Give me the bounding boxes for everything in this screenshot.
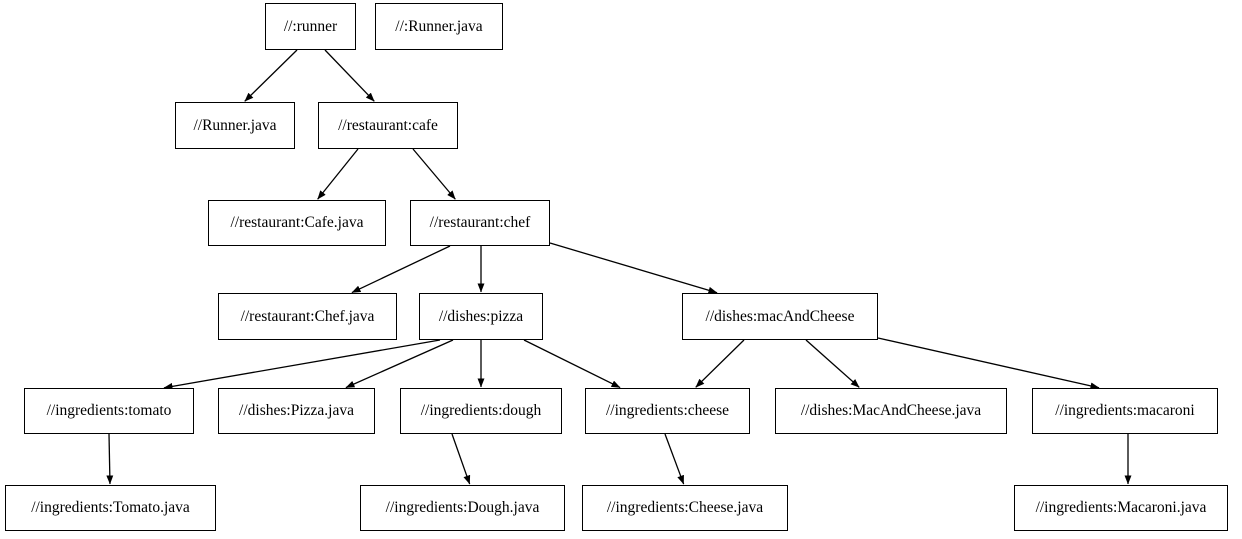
graph-node-label: //dishes:MacAndCheese.java [800,402,982,420]
graph-node-label: //ingredients:Macaroni.java [1035,499,1207,517]
graph-node-ing_macaroni[interactable]: //ingredients:macaroni [1032,388,1218,434]
graph-node-dishes_pizza[interactable]: //dishes:pizza [419,293,543,340]
graph-node-ing_cheese[interactable]: //ingredients:cheese [585,388,750,434]
graph-node-runner_java[interactable]: //Runner.java [175,102,295,149]
graph-node-cafe_java[interactable]: //restaurant:Cafe.java [208,200,386,246]
graph-node-label: //ingredients:macaroni [1055,402,1195,420]
graph-node-label: //restaurant:Chef.java [240,307,375,325]
graph-node-ing_dough[interactable]: //ingredients:dough [400,388,562,434]
graph-node-restaurant_cafe[interactable]: //restaurant:cafe [318,102,458,149]
graph-node-label: //restaurant:Cafe.java [230,214,364,232]
graph-node-ing_tomato[interactable]: //ingredients:tomato [24,388,194,434]
graph-node-label: //ingredients:dough [420,402,542,420]
graph-node-label: //dishes:macAndCheese [705,307,855,325]
graph-node-dishes_mac[interactable]: //dishes:macAndCheese [682,293,878,340]
graph-node-label: //ingredients:Cheese.java [606,499,764,517]
graph-node-runner[interactable]: //:runner [265,3,356,50]
graph-node-label: //dishes:Pizza.java [239,402,354,420]
graph-node-label: //:runner [283,17,338,35]
graph-node-restaurant_chef[interactable]: //restaurant:chef [410,200,550,246]
graph-node-label: //:Runner.java [395,17,483,35]
graph-node-macaroni_java[interactable]: //ingredients:Macaroni.java [1014,485,1228,531]
graph-node-chef_java[interactable]: //restaurant:Chef.java [218,293,397,340]
graph-node-label: //ingredients:Tomato.java [31,499,190,517]
graph-node-label: //Runner.java [193,116,277,134]
graph-node-label: //restaurant:chef [429,214,531,232]
graph-node-label: //ingredients:cheese [605,402,730,420]
graph-node-label: //ingredients:tomato [46,402,172,420]
graph-node-label: //dishes:pizza [438,307,524,325]
graph-node-tomato_java[interactable]: //ingredients:Tomato.java [5,485,216,531]
graph-node-cheese_java[interactable]: //ingredients:Cheese.java [582,485,788,531]
graph-node-label: //restaurant:cafe [338,116,438,134]
graph-node-dough_java[interactable]: //ingredients:Dough.java [360,485,565,531]
graph-node-pizza_java[interactable]: //dishes:Pizza.java [218,388,375,434]
graph-node-runner_java_root[interactable]: //:Runner.java [375,3,503,50]
graph-node-mac_java[interactable]: //dishes:MacAndCheese.java [775,388,1007,434]
graph-node-label: //ingredients:Dough.java [385,499,540,517]
